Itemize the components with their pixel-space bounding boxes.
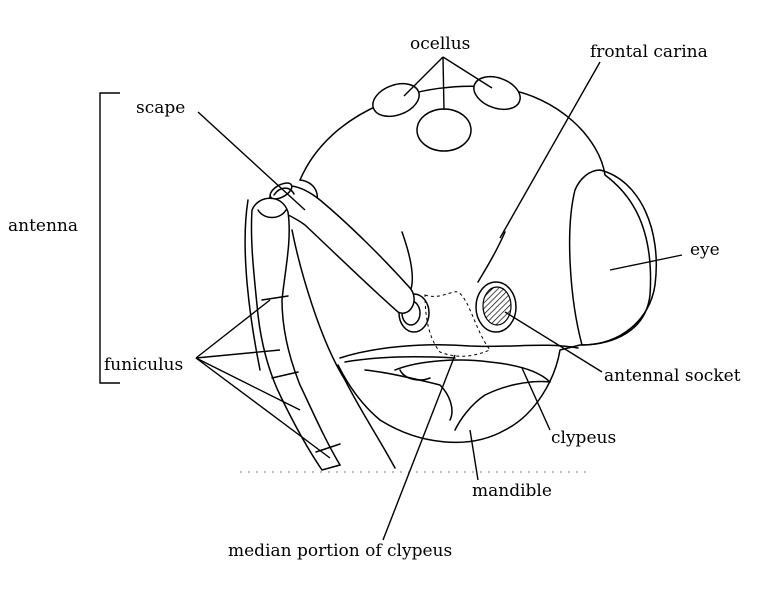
label-median-clypeus: median portion of clypeus	[228, 541, 453, 561]
ocellus-median	[416, 108, 472, 152]
label-antennal-socket: antennal socket	[604, 366, 741, 386]
label-frontal-carina: frontal carina	[590, 42, 708, 62]
label-mandible: mandible	[472, 481, 552, 501]
label-scape: scape	[136, 98, 186, 118]
scape-shape	[269, 185, 415, 314]
label-clypeus: clypeus	[551, 428, 617, 448]
antennal-socket-hatched	[482, 286, 512, 326]
mandible-left	[364, 369, 453, 421]
funiculus-shape	[250, 197, 342, 471]
eye-shape	[568, 169, 657, 346]
antenna-bracket	[99, 92, 120, 384]
label-funiculus: funiculus	[104, 355, 184, 375]
ocellus-right	[473, 75, 521, 111]
label-ocellus: ocellus	[410, 34, 471, 54]
mandible-right	[394, 359, 551, 431]
label-eye: eye	[690, 240, 720, 260]
label-antenna: antenna	[8, 216, 79, 236]
